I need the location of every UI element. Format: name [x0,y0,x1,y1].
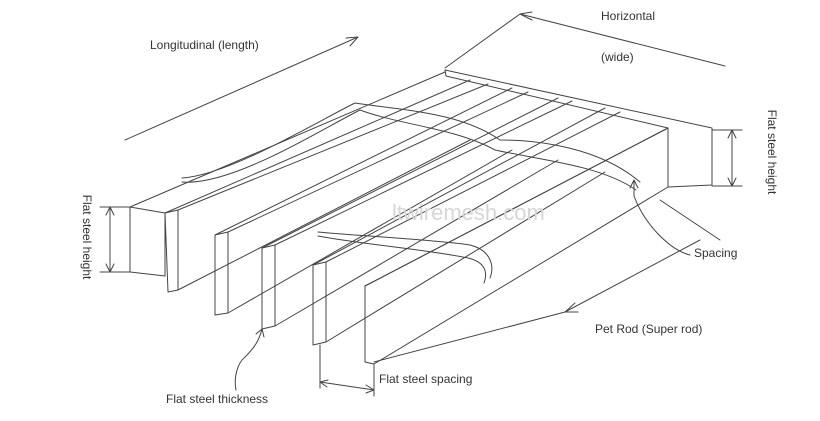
bearing-bar-1-top [129,71,446,208]
twisted-rod-front-lower [317,235,487,284]
steel-spacing-arrow-right [365,384,375,394]
bearing-bar-3-top [214,87,513,236]
pet-rod-extension [373,311,566,363]
bearing-bar-3-bottom [227,149,513,314]
bearing-bar-2-bottom [177,139,471,291]
pet-rod-dimension-line [564,239,701,313]
wide-label: (wide) [601,50,634,64]
steel-spacing-dimension [319,381,375,391]
longitudinal-dimension-line [124,36,359,141]
bearing-bar-4-inner [274,100,573,246]
twisted-rod-back [181,102,641,183]
bearing-bar-5-face [312,261,327,346]
bearing-bar-1-face [129,206,166,277]
bearing-bar-3-inner [227,91,529,233]
height-right-arrow-top [727,129,737,139]
twisted-rod-front [317,231,493,279]
flat-steel-height-right-label: Flat steel height [765,109,779,195]
twisted-rod-back-lower [181,109,637,191]
spacing-leader [633,179,691,256]
pet-rod-label: Pet Rod (Super rod) [595,322,703,336]
thickness-arrow [255,328,265,338]
flat-steel-thickness-label: Flat steel thickness [166,392,269,406]
pet-rod-extension-right [659,199,721,241]
horizontal-extension-line [444,13,521,69]
bearing-bar-2-top [164,79,471,214]
horizontal-dimension-line [519,13,726,67]
bearing-bar-3-face [214,231,229,316]
longitudinal-arrow [345,36,359,47]
longitudinal-label: Longitudinal (length) [150,38,259,52]
bearing-bar-5-top [312,107,606,266]
flat-steel-height-left-label: Flat steel height [80,194,94,280]
height-left-arrow-top [105,206,115,216]
bearing-bar-6-side [364,127,669,365]
bearing-bar-5-inner [325,111,621,263]
back-cross-bar [444,69,713,188]
bearing-bar-4-top [261,97,559,249]
flat-steel-spacing-label: Flat steel spacing [379,372,473,386]
steel-spacing-arrow-left [319,379,329,388]
height-right-arrow-bottom [727,177,737,187]
pet-rod-arrow [564,302,579,313]
horizontal-label: Horizontal [601,9,656,23]
thickness-leader [234,328,263,391]
height-left-arrow-bottom [105,263,115,273]
watermark-text: ltwiremesh.com [392,200,545,225]
bearing-bar-2-face [164,209,179,293]
spacing-label: Spacing [694,246,738,260]
bearing-bar-4-bottom [274,159,559,327]
spacing-arrow [629,179,639,189]
bearing-bar-2-inner [177,83,489,211]
